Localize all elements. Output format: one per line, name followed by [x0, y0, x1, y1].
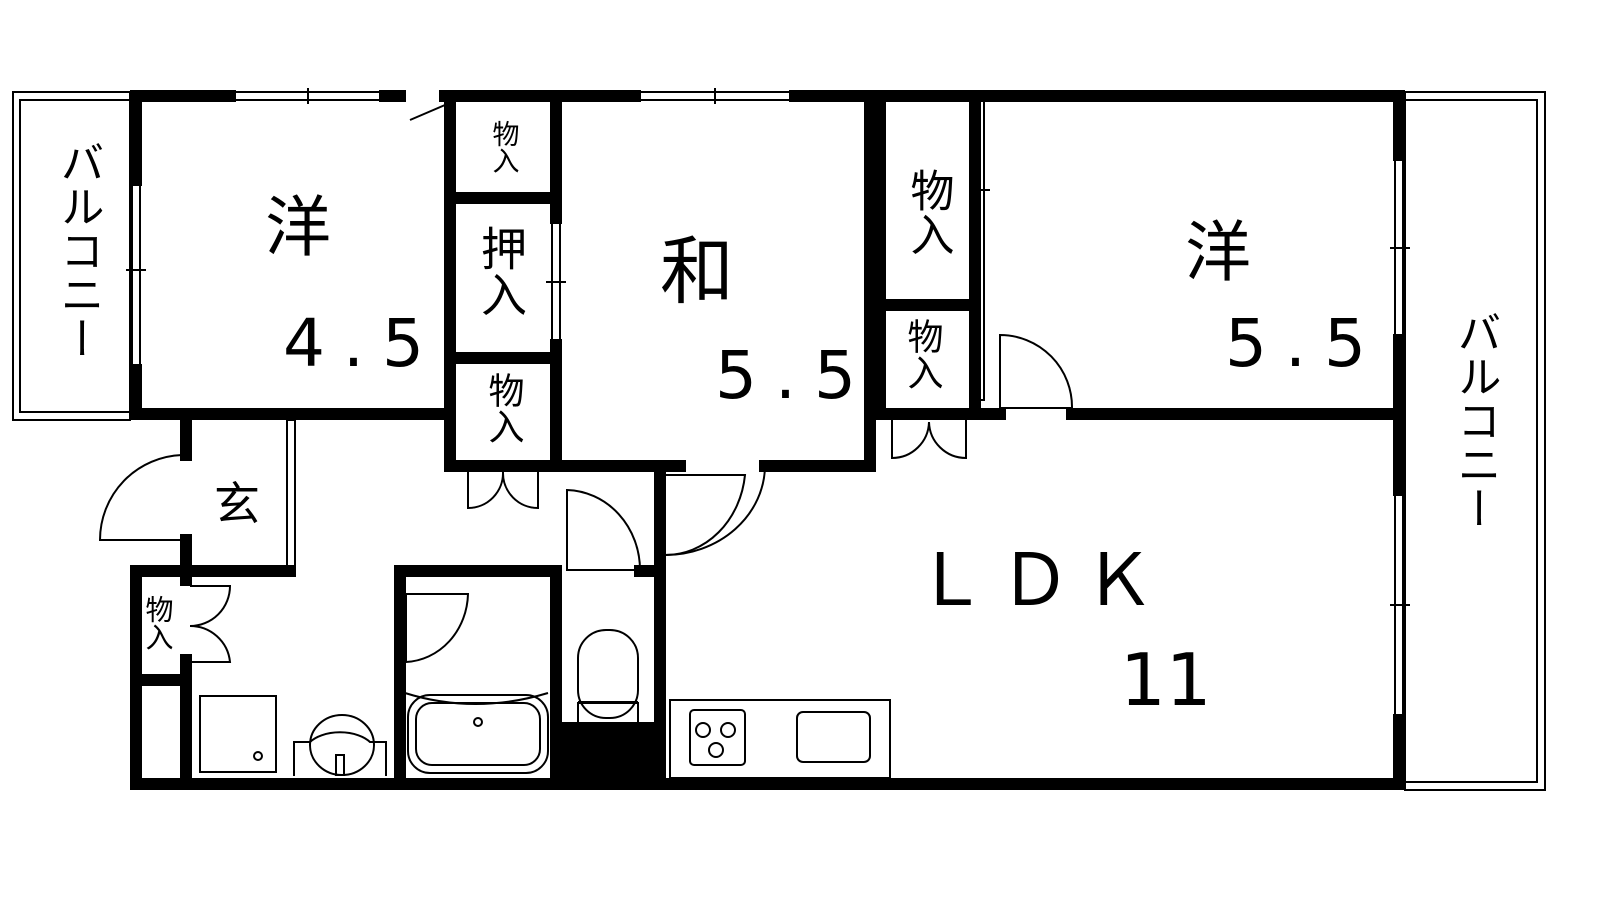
sink — [796, 711, 871, 763]
balcony-right-outline — [1404, 91, 1546, 791]
wash-basin — [293, 731, 387, 776]
stove — [689, 709, 746, 766]
western-room-2-kanji: 洋 — [1185, 214, 1251, 291]
kitchen-counter — [669, 699, 891, 779]
toilet — [577, 629, 639, 719]
closet-e-label: 物入 — [142, 595, 175, 651]
closet-b-label: 物入 — [483, 372, 524, 444]
entrance-label: 玄 — [214, 477, 260, 531]
fixtures — [199, 629, 891, 779]
closet-c-label: 物入 — [903, 168, 954, 256]
closet-a-label: 物入 — [488, 120, 520, 174]
bathtub — [407, 694, 549, 774]
balcony-right-label: バルコニー — [1450, 310, 1501, 530]
japanese-room-size: 5.5 — [715, 337, 874, 414]
ldk-size: 11 — [1120, 638, 1212, 722]
windows — [126, 88, 1410, 721]
western-room-1-size: 4.5 — [283, 305, 442, 382]
walls — [130, 90, 1405, 790]
western-room-2-size: 5.5 — [1225, 305, 1384, 382]
oshiire-label: 押入 — [474, 225, 528, 317]
balcony-left-label: バルコニー — [53, 140, 104, 360]
balcony-left-outline — [12, 91, 131, 421]
doors — [98, 103, 1074, 664]
japanese-room-kanji: 和 — [660, 229, 734, 315]
washing-machine-pan — [199, 695, 277, 773]
western-room-1-kanji: 洋 — [265, 189, 331, 266]
ldk-label: ＬＤＫ — [915, 538, 1167, 622]
closet-d-label: 物入 — [902, 318, 943, 390]
